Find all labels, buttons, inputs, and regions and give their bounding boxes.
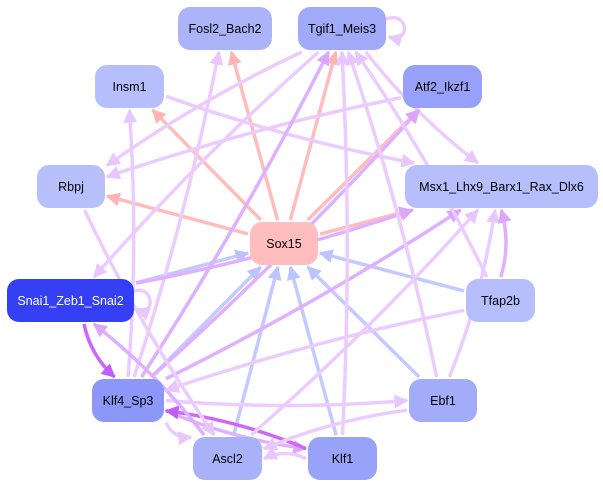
edge-klf1-to-tgif1_meis3 [335, 50, 350, 436]
edge-snai1_zeb1_snai2-to-klf4_sp3 [82, 323, 116, 379]
node-label: Klf4_Sp3 [103, 394, 154, 408]
edge-sox15-to-insm1 [151, 108, 263, 222]
node-label: Fosl2_Bach2 [189, 22, 262, 36]
edge-klf4_sp3-to-fosl2_bach2 [132, 50, 224, 378]
edge-rbpj-to-ascl2 [82, 209, 216, 437]
node-insm1[interactable]: Insm1 [95, 65, 164, 108]
node-box[interactable] [95, 65, 164, 108]
node-tgif1-meis3[interactable]: Tgif1_Meis3 [298, 7, 386, 50]
edge-tfap2b-to-msx1_lhx9_barx1_rax_dlx6 [498, 208, 512, 278]
node-box[interactable] [7, 279, 134, 322]
node-label: Rbpj [58, 180, 84, 194]
edge-ebf1-to-tgif1_meis3 [345, 50, 439, 378]
node-atf2-ikzf1[interactable]: Atf2_Ikzf1 [403, 65, 482, 108]
node-box[interactable] [298, 7, 386, 50]
edges-layer [82, 15, 512, 461]
edge-tgif1_meis3-to-tgif1_meis3 [385, 15, 407, 47]
node-box[interactable] [466, 279, 535, 322]
node-klf1[interactable]: Klf1 [308, 437, 377, 480]
node-box[interactable] [193, 437, 262, 480]
node-ebf1[interactable]: Ebf1 [409, 379, 477, 422]
edge-ascl2-to-snai1_zeb1_snai2 [92, 322, 206, 437]
node-fosl2-bach2[interactable]: Fosl2_Bach2 [178, 7, 272, 50]
node-label: Tfap2b [481, 294, 520, 308]
node-label: Ebf1 [430, 394, 456, 408]
edge-klf4_sp3-to-klf1 [165, 409, 308, 454]
node-msx1-lhx9-barx1-rax-dlx6[interactable]: Msx1_Lhx9_Barx1_Rax_Dlx6 [405, 165, 598, 208]
edge-tfap2b-to-tgif1_meis3 [354, 50, 489, 278]
node-box[interactable] [409, 379, 477, 422]
edge-klf4_sp3-to-tgif1_meis3 [140, 50, 331, 378]
node-box[interactable] [403, 65, 482, 108]
edge-ebf1-to-ascl2 [262, 408, 408, 451]
edge-klf4_sp3-to-insm1 [123, 108, 138, 378]
edge-tgif1_meis3-to-snai1_zeb1_snai2 [92, 50, 320, 279]
node-box[interactable] [37, 165, 105, 208]
node-label: Ascl2 [212, 452, 243, 466]
node-label: Klf1 [332, 452, 354, 466]
node-box[interactable] [405, 165, 598, 208]
edge-klf1-to-klf4_sp3 [164, 405, 307, 451]
edge-sox15-to-fosl2_bach2 [227, 50, 280, 221]
node-label: Insm1 [112, 80, 146, 94]
edge-klf1-to-ascl2 [262, 446, 307, 461]
node-label: Atf2_Ikzf1 [415, 80, 471, 94]
node-label: Msx1_Lhx9_Barx1_Rax_Dlx6 [419, 180, 584, 194]
node-label: Tgif1_Meis3 [308, 22, 376, 36]
edge-ebf1-to-sox15 [306, 265, 421, 379]
node-klf4-sp3[interactable]: Klf4_Sp3 [92, 379, 164, 422]
edge-klf4_sp3-to-msx1_lhx9_barx1_rax_dlx6 [165, 208, 462, 381]
edge-snai1_zeb1_snai2-to-snai1_zeb1_snai2 [133, 288, 152, 321]
edge-klf4_sp3-to-ascl2 [164, 421, 193, 446]
edge-ascl2-to-msx1_lhx9_barx1_rax_dlx6 [250, 208, 480, 437]
node-snai1-zeb1-snai2[interactable]: Snai1_Zeb1_Snai2 [7, 279, 134, 322]
node-label: Sox15 [266, 237, 301, 251]
edge-klf1-to-sox15 [286, 265, 338, 436]
node-box[interactable] [92, 379, 164, 422]
node-box[interactable] [178, 7, 272, 50]
edge-tfap2b-to-sox15 [318, 249, 465, 293]
node-box[interactable] [308, 437, 377, 480]
edge-tfap2b-to-klf4_sp3 [164, 308, 465, 393]
node-label: Snai1_Zeb1_Snai2 [17, 294, 123, 308]
edge-atf2_ikzf1-to-rbpj [105, 95, 402, 180]
node-tfap2b[interactable]: Tfap2b [466, 279, 535, 322]
edge-ascl2-to-sox15 [232, 265, 282, 436]
node-box[interactable] [250, 222, 318, 265]
edge-sox15-to-tgif1_meis3 [288, 50, 340, 221]
node-rbpj[interactable]: Rbpj [37, 165, 105, 208]
node-sox15[interactable]: Sox15 [250, 222, 318, 265]
node-ascl2[interactable]: Ascl2 [193, 437, 262, 480]
